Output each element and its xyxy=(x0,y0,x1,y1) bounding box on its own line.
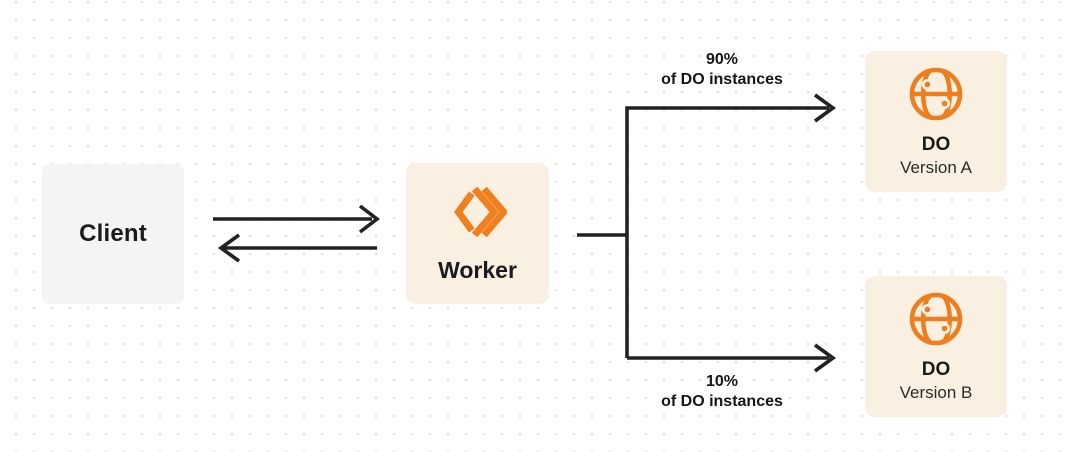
edge-caption-a: of DO instances xyxy=(661,71,783,88)
globe-icon xyxy=(907,65,965,123)
node-client: Client xyxy=(42,164,184,304)
worker-label: Worker xyxy=(438,256,517,283)
edge-caption-b: of DO instances xyxy=(661,393,783,410)
client-label: Client xyxy=(79,220,147,247)
do-a-title: DO xyxy=(921,134,951,155)
node-worker: Worker xyxy=(406,163,549,304)
edge-percent-a: 90% xyxy=(705,51,739,68)
edge-percent-b: 10% xyxy=(705,373,739,390)
branch-to-version-a-head xyxy=(813,93,837,123)
branch-to-version-a-line xyxy=(625,106,829,358)
workers-logo-icon xyxy=(449,184,508,240)
node-do-version-a: DO Version A xyxy=(865,51,1007,192)
do-a-subtitle: Version A xyxy=(900,158,972,177)
node-do-version-b: DO Version B xyxy=(865,276,1007,417)
edge-label-version-a: 90% of DO instances xyxy=(602,50,842,90)
globe-icon xyxy=(907,290,965,348)
do-b-title: DO xyxy=(921,359,951,380)
arrow-client-to-worker-head xyxy=(358,204,380,234)
branch-to-version-b-head xyxy=(813,343,837,373)
edge-label-version-b: 10% of DO instances xyxy=(602,372,842,412)
arrow-worker-to-client-head xyxy=(217,233,241,263)
do-b-subtitle: Version B xyxy=(899,383,973,402)
